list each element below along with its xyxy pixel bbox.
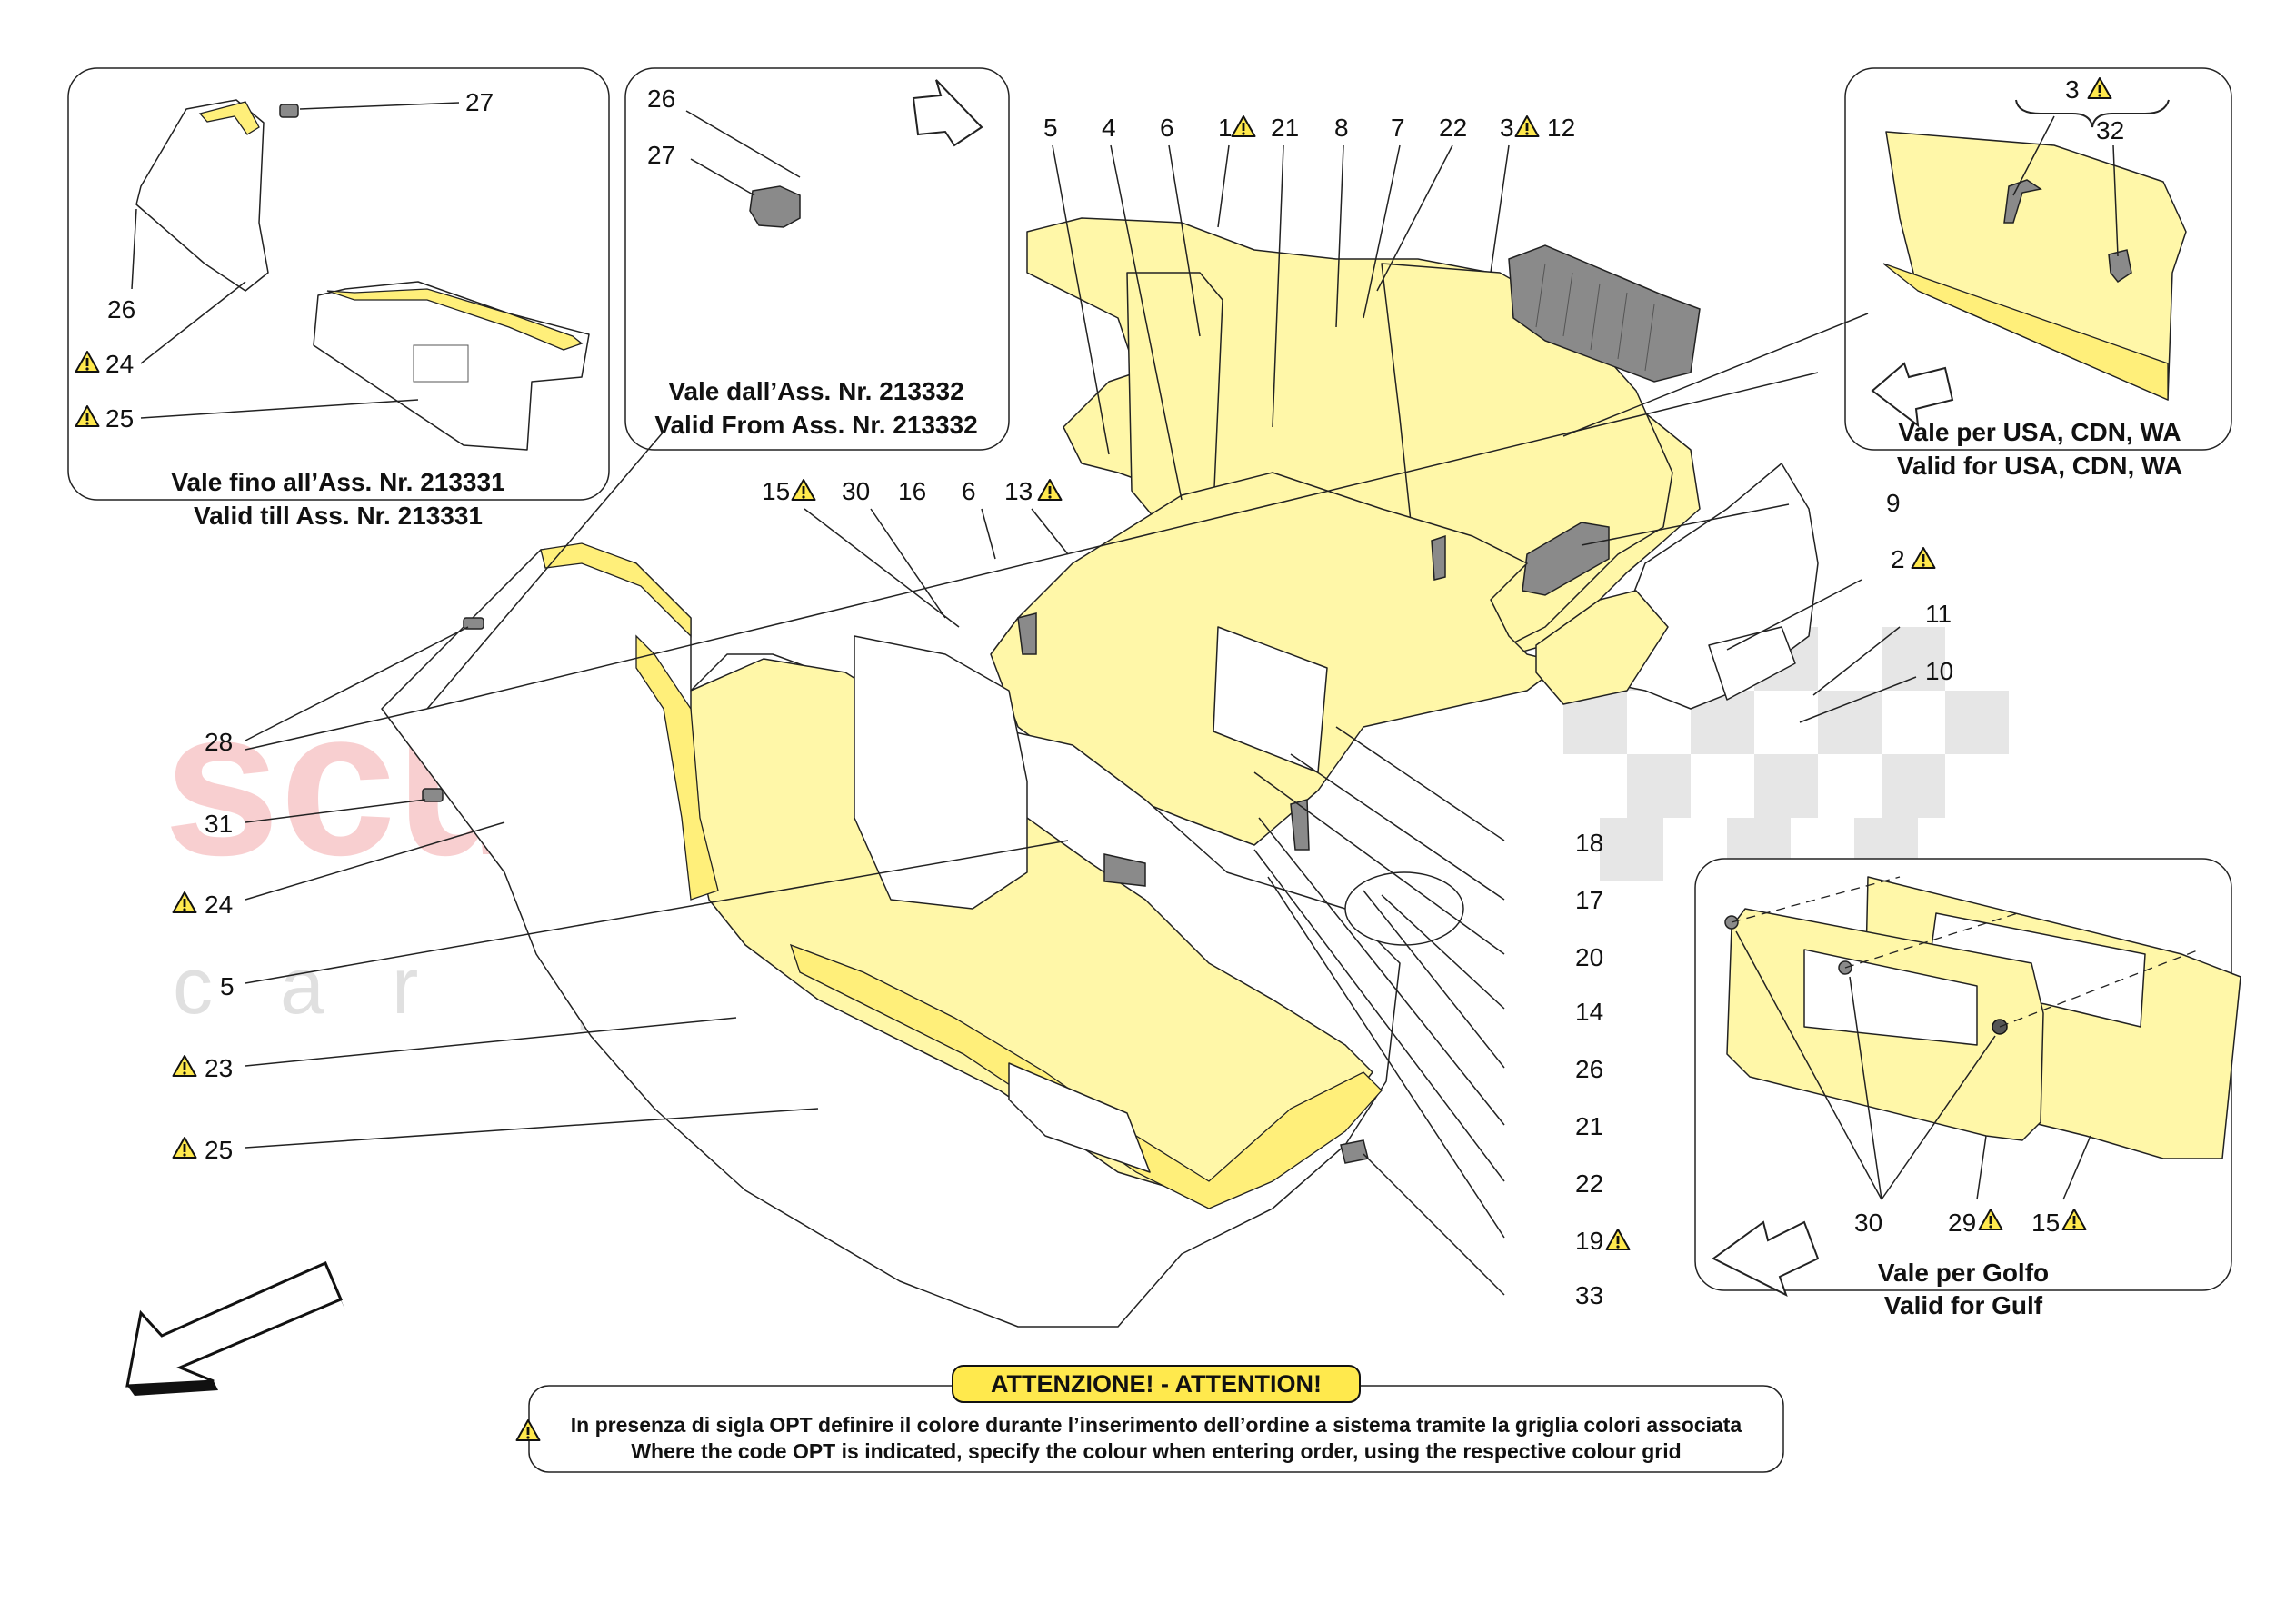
inset-caption-line2: Valid till Ass. Nr. 213331 xyxy=(194,502,483,530)
callout-19: 19 xyxy=(1575,1227,1603,1255)
callout-16: 16 xyxy=(898,477,926,505)
notice-title: ATTENZIONE! - ATTENTION! xyxy=(991,1370,1322,1398)
callout-33: 33 xyxy=(1575,1281,1603,1309)
attention-notice: ATTENZIONE! - ATTENTION! In presenza di … xyxy=(515,1365,1784,1473)
direction-arrow-icon xyxy=(912,79,983,147)
direction-arrow-icon xyxy=(1712,1220,1820,1297)
clip-27 xyxy=(749,185,801,228)
access-hatch xyxy=(1008,1062,1151,1173)
inset-caption-line2: Valid From Ass. Nr. 213332 xyxy=(654,411,977,439)
callout-21: 21 xyxy=(1271,114,1299,142)
callout-13: 13 xyxy=(1004,477,1033,505)
inset-bottom-right: 30 29 15 Vale per Golfo Valid for Gulf xyxy=(1694,858,2241,1319)
callout-4: 4 xyxy=(1102,114,1116,142)
rear-panel-usa xyxy=(1885,131,2187,401)
callout-32: 32 xyxy=(2096,116,2124,144)
callout-29: 29 xyxy=(1948,1209,1976,1237)
callout-27: 27 xyxy=(647,141,675,169)
callout-1: 1 xyxy=(1218,114,1233,142)
partition-panel-5 xyxy=(854,635,1028,910)
callout-31: 31 xyxy=(205,810,233,838)
callout-27: 27 xyxy=(465,88,494,116)
callout-18: 18 xyxy=(1575,829,1603,857)
callout-2: 2 xyxy=(1891,545,1905,573)
notice-title-badge xyxy=(952,1365,1361,1403)
callout-22: 22 xyxy=(1439,114,1467,142)
callout-11: 11 xyxy=(1925,600,1952,628)
callout-26: 26 xyxy=(1575,1055,1603,1083)
callout-25: 25 xyxy=(105,404,134,433)
callout-10: 10 xyxy=(1925,657,1953,685)
notice-line-1: In presenza di sigla OPT definire il col… xyxy=(571,1413,1742,1437)
callout-14: 14 xyxy=(1575,998,1603,1026)
callout-22: 22 xyxy=(1575,1169,1603,1198)
vent-grille-9 xyxy=(1522,522,1610,596)
callout-5: 5 xyxy=(220,972,235,1000)
inset-top-middle: 26 27 Vale dall’Ass. Nr. 213332 Valid Fr… xyxy=(624,67,1010,451)
main-assembly: 5 4 6 1 21 8 7 22 3 12 15 30 16 6 13 9 2… xyxy=(172,114,1953,1328)
clip-27 xyxy=(279,104,299,118)
clip-33 xyxy=(1340,1139,1369,1164)
inset-caption-line1: Vale per Golfo xyxy=(1878,1259,2049,1287)
callout-5: 5 xyxy=(1043,114,1058,142)
handle xyxy=(2003,179,2042,224)
clip-31 xyxy=(422,788,444,802)
net-pocket-19 xyxy=(1103,853,1146,887)
inset-caption-line1: Vale fino all’Ass. Nr. 213331 xyxy=(171,468,504,496)
handle-frame-11 xyxy=(1708,626,1796,701)
callout-8: 8 xyxy=(1334,114,1349,142)
callout-26: 26 xyxy=(647,85,675,113)
callout-20: 20 xyxy=(1575,943,1603,971)
callout-12: 12 xyxy=(1547,114,1575,142)
inset-caption-line1: Vale dall’Ass. Nr. 213332 xyxy=(668,377,963,405)
direction-arrow-icon xyxy=(1871,362,1954,428)
notice-line-2: Where the code OPT is indicated, specify… xyxy=(631,1439,1681,1463)
callout-6: 6 xyxy=(962,477,976,505)
callout-24: 24 xyxy=(105,350,134,378)
callout-26: 26 xyxy=(107,295,135,323)
inset-caption-line1: Vale per USA, CDN, WA xyxy=(1898,418,2181,446)
inset-frame xyxy=(624,67,1010,451)
callout-3: 3 xyxy=(1500,114,1514,142)
callout-30: 30 xyxy=(842,477,870,505)
callout-25: 25 xyxy=(205,1136,233,1164)
callout-17: 17 xyxy=(1575,886,1603,914)
clip-32 xyxy=(2108,249,2132,284)
callout-28: 28 xyxy=(205,728,233,756)
callout-15: 15 xyxy=(762,477,790,505)
direction-arrow-icon xyxy=(125,1261,343,1388)
callout-23: 23 xyxy=(205,1054,233,1082)
callout-9: 9 xyxy=(1886,489,1901,517)
cover-14 xyxy=(1344,871,1464,946)
inset-caption-line2: Valid for Gulf xyxy=(1884,1291,2043,1319)
callout-30: 30 xyxy=(1854,1209,1882,1237)
callout-3: 3 xyxy=(2065,75,2080,104)
inset-top-right: 3 32 Vale per USA, CDN, WA Valid for USA… xyxy=(1844,67,2232,480)
bracket xyxy=(2015,99,2170,128)
callout-24: 24 xyxy=(205,891,233,919)
callout-21: 21 xyxy=(1575,1112,1603,1140)
inset-top-left: 27 26 24 25 Vale fino all’Ass. Nr. 21333… xyxy=(67,67,610,530)
panel-upper-small xyxy=(135,99,269,292)
inset-caption-line2: Valid for USA, CDN, WA xyxy=(1897,452,2182,480)
callout-6: 6 xyxy=(1160,114,1174,142)
pillar-trim-4 xyxy=(1126,272,1223,523)
callout-15: 15 xyxy=(2031,1209,2060,1237)
clip-28 xyxy=(463,617,484,630)
vent-grille-12 xyxy=(1508,244,1701,383)
leader-lines xyxy=(245,144,1917,1296)
callout-7: 7 xyxy=(1391,114,1405,142)
